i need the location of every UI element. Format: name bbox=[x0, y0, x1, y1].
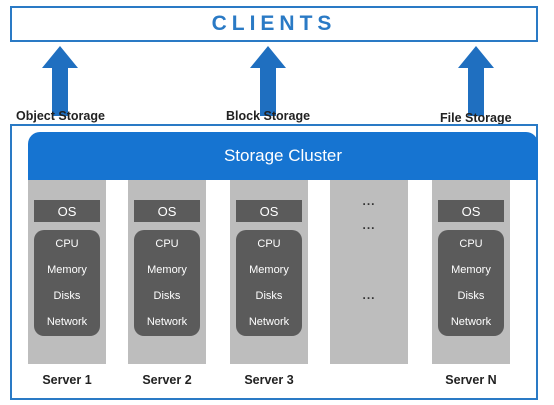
cpu-label: CPU bbox=[155, 238, 179, 250]
cpu-label: CPU bbox=[459, 238, 483, 250]
server-n-label: Server N bbox=[445, 373, 497, 387]
storage-cluster-title: Storage Cluster bbox=[223, 146, 343, 165]
block-storage-arrow-icon bbox=[250, 46, 286, 116]
disks-label: Disks bbox=[457, 290, 485, 302]
file-storage-arrow-icon bbox=[458, 46, 494, 116]
network-label: Network bbox=[248, 316, 290, 328]
memory-label: Memory bbox=[249, 264, 289, 276]
server-3-label: Server 3 bbox=[244, 373, 294, 387]
resource-box: CPU Memory Disks Network bbox=[236, 230, 302, 336]
cpu-label: CPU bbox=[257, 238, 281, 250]
object-storage-arrow-icon bbox=[42, 46, 78, 116]
object-storage-label: Object Storage bbox=[16, 109, 105, 123]
block-storage-label: Block Storage bbox=[226, 109, 311, 123]
network-label: Network bbox=[450, 316, 492, 328]
memory-label: Memory bbox=[451, 264, 491, 276]
os-box: OS bbox=[34, 200, 100, 222]
clients-title: CLIENTS bbox=[211, 12, 337, 35]
network-label: Network bbox=[46, 316, 88, 328]
resource-box: CPU Memory Disks Network bbox=[34, 230, 100, 336]
os-box: OS bbox=[236, 200, 302, 222]
ellipsis-dots: ... bbox=[362, 218, 376, 232]
network-label: Network bbox=[146, 316, 188, 328]
memory-label: Memory bbox=[147, 264, 187, 276]
os-box: OS bbox=[134, 200, 200, 222]
disks-label: Disks bbox=[255, 290, 283, 302]
ellipsis-dots: ... bbox=[362, 288, 376, 302]
clients-box: CLIENTS bbox=[10, 6, 538, 42]
server-1-label: Server 1 bbox=[42, 373, 92, 387]
resource-box: CPU Memory Disks Network bbox=[438, 230, 504, 336]
cpu-label: CPU bbox=[55, 238, 79, 250]
disks-label: Disks bbox=[53, 290, 81, 302]
ellipsis-column: ... ... ... bbox=[330, 180, 408, 364]
resource-box: CPU Memory Disks Network bbox=[134, 230, 200, 336]
ellipsis-dots: ... bbox=[362, 194, 376, 208]
disks-label: Disks bbox=[153, 290, 181, 302]
cluster-container bbox=[10, 124, 538, 400]
os-box: OS bbox=[438, 200, 504, 222]
memory-label: Memory bbox=[47, 264, 87, 276]
storage-cluster-banner: Storage Cluster bbox=[28, 132, 538, 180]
server-2-label: Server 2 bbox=[142, 373, 192, 387]
file-storage-label: File Storage bbox=[440, 111, 512, 125]
